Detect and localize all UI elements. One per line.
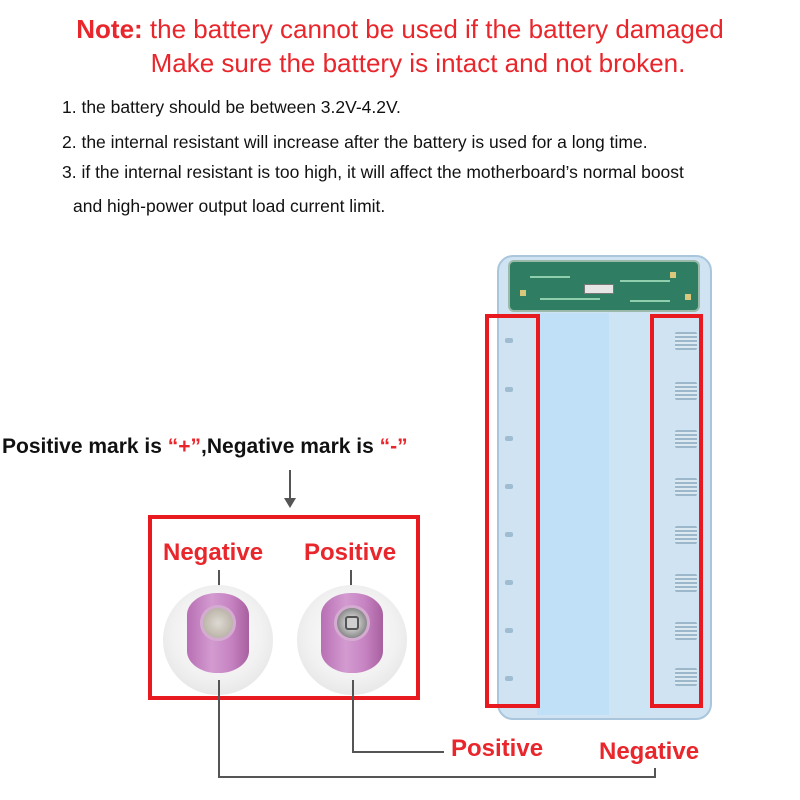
list-item-3-continued: and high-power output load current limit… [73,196,386,216]
negative-terminal-cap [200,605,236,641]
list-item-3: 3. if the internal resistant is too high… [62,162,684,182]
spring-contact-icon [675,574,697,592]
positive-connector-vertical [352,680,354,752]
flat-contact-icon [505,387,513,392]
board-pad [670,272,676,278]
list-item-2: 2. the internal resistant will increase … [62,132,648,152]
spring-contact-icon [675,430,697,448]
board-pad [685,294,691,300]
board-trace [540,298,600,300]
note-lead: Note: [76,14,143,44]
spring-contact-icon [675,332,697,350]
cell-slot-spring-side [609,313,649,715]
flat-contact-icon [505,676,513,681]
note-heading: Note: the battery cannot be used if the … [0,14,800,45]
caption-plus-sign: “+” [167,435,202,458]
circuit-board [508,260,700,312]
down-arrow-head-icon [284,498,296,508]
battery-wrap-negative [187,593,249,673]
note-line2: Make sure the battery is intact and not … [150,48,686,78]
down-arrow-icon [289,470,291,502]
flat-contact-icon [505,628,513,633]
spring-contact-icon [675,668,697,686]
flat-contact-icon [505,580,513,585]
board-pad [520,290,526,296]
positive-label-pointer [350,570,352,592]
negative-connector-vertical [218,680,220,777]
negative-end-label: Negative [163,539,264,566]
board-chip [584,284,614,294]
spring-contact-icon [675,478,697,496]
board-trace [530,276,570,278]
caption-positive-text: Positive mark is [2,435,168,458]
caption-minus-sign: “-” [379,435,408,458]
battery-positive-terminal-icon [297,585,407,695]
battery-wrap-positive [321,593,383,673]
spring-contact-icon [675,382,697,400]
pack-negative-label: Negative [599,738,700,765]
flat-contact-icon [505,436,513,441]
flat-contact-icon [505,338,513,343]
negative-connector-horizontal [218,776,655,778]
spring-contact-icon [675,526,697,544]
flat-contact-icon [505,532,513,537]
negative-springs-highlight-box [650,314,703,708]
board-trace [620,280,670,282]
negative-connector-end [654,768,656,778]
polarity-caption: Positive mark is “+”,Negative mark is “-… [2,435,408,459]
battery-negative-terminal-icon [163,585,273,695]
negative-label-pointer [218,570,220,592]
positive-terminal-cap [334,605,370,641]
caption-negative-text: ,Negative mark is [201,435,380,458]
positive-contacts-highlight-box [485,314,540,708]
note-line1-text: the battery cannot be used if the batter… [142,14,724,44]
list-item-1: 1. the battery should be between 3.2V-4.… [62,97,401,117]
battery-ends-highlight-box [148,515,420,700]
board-trace [630,300,670,302]
positive-connector-horizontal [352,751,444,753]
spring-contact-icon [675,622,697,640]
flat-contact-icon [505,484,513,489]
positive-end-label: Positive [304,539,397,566]
pack-positive-label: Positive [451,735,544,762]
positive-terminal-nub [345,616,359,630]
